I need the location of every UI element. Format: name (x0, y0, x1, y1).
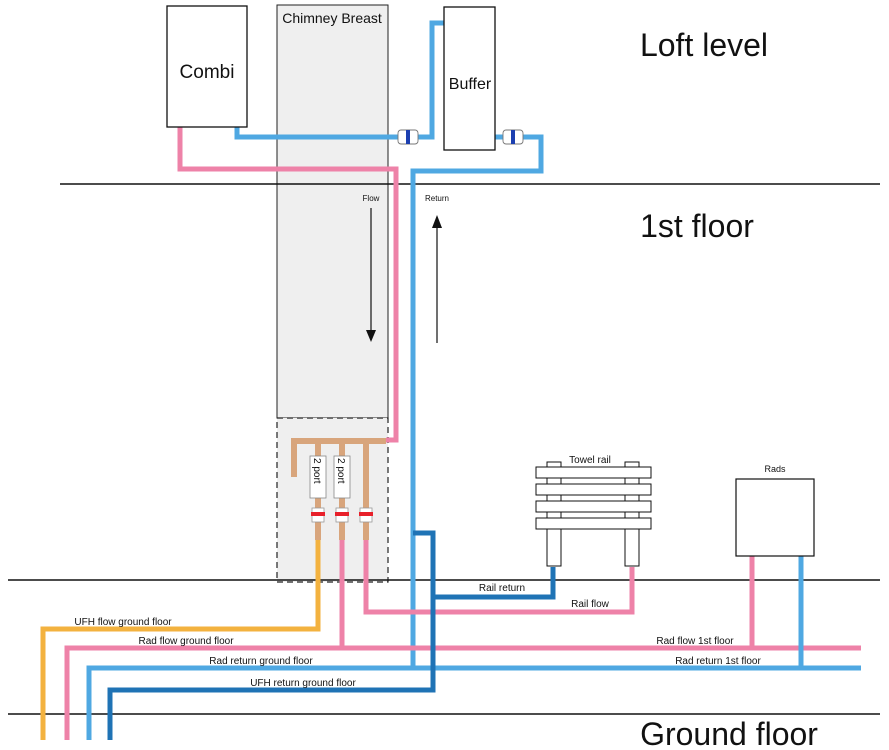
flow-arrow-label: Flow (363, 194, 380, 203)
combi-label: Combi (180, 62, 235, 83)
buffer-tank (443, 6, 496, 151)
chimney-label: Chimney Breast (282, 10, 382, 26)
two-port-valve-2-label: 2 port (335, 458, 346, 484)
pipe-rad-flow-ground (64, 540, 345, 740)
radiator (735, 478, 815, 557)
first-floor-label: 1st floor (640, 208, 754, 244)
rad-return-ground-label: Rad return ground floor (209, 656, 313, 667)
pipe-rail-return (433, 567, 556, 600)
two-port-valve-2 (333, 455, 351, 499)
towel-rail (535, 461, 652, 567)
two-port-valve-1 (309, 455, 327, 499)
pipe-main-flow (177, 127, 399, 443)
buffer-outlet-valve (502, 129, 524, 145)
two-port-valve-1-label: 2 port (311, 458, 322, 484)
chimney-breast (276, 4, 389, 419)
towel-rail-label: Towel rail (569, 455, 611, 466)
rad-return-first-label: Rad return 1st floor (675, 656, 761, 667)
rad-flow-first-label: Rad flow 1st floor (656, 636, 734, 647)
pipe-ufh-return-ground (107, 530, 436, 740)
combi-boiler (166, 5, 248, 128)
ufh-flow-ground-label: UFH flow ground floor (74, 617, 172, 628)
ground-floor-label: Ground floor (640, 716, 818, 750)
return-arrowhead (432, 215, 442, 228)
rail-return-label: Rail return (479, 583, 525, 594)
pipe-main-return (410, 134, 544, 668)
ufh-return-ground-label: UFH return ground floor (250, 678, 356, 689)
flow-arrowhead (366, 330, 376, 342)
rail-flow-label: Rail flow (571, 599, 610, 610)
pipe-manifold (291, 438, 386, 477)
pipe-combi-to-buffer (234, 20, 444, 140)
valve-markers (311, 507, 373, 523)
rads-label: Rads (764, 464, 786, 474)
pipe-rad-return (86, 665, 861, 740)
rad-flow-ground-label: Rad flow ground floor (138, 636, 234, 647)
return-arrow-label: Return (425, 194, 449, 203)
buffer-label: Buffer (449, 76, 492, 93)
pipe-rail-flow (363, 540, 635, 615)
buffer-inlet-valve (397, 129, 419, 145)
pipe-ufh-flow-ground (40, 540, 321, 740)
loft-level-label: Loft level (640, 27, 768, 63)
